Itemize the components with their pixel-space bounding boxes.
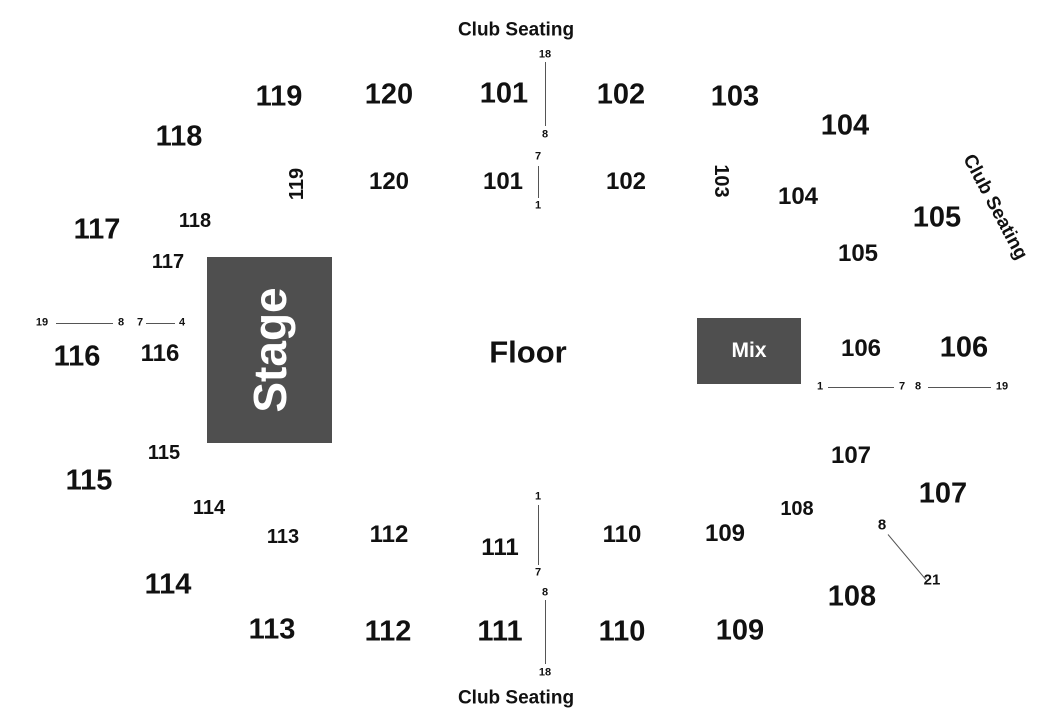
stage-label: Stage: [243, 287, 296, 413]
floor-section[interactable]: Floor: [489, 334, 567, 370]
section-lower-106[interactable]: 106: [840, 335, 882, 362]
section-lower-107[interactable]: 107: [830, 442, 872, 469]
row-label: 1: [534, 490, 542, 503]
section-lower-103[interactable]: 103: [710, 164, 732, 198]
section-upper-117[interactable]: 117: [73, 213, 121, 246]
section-lower-118[interactable]: 118: [178, 210, 212, 232]
row-label: 19: [35, 316, 49, 329]
section-upper-103[interactable]: 103: [710, 80, 760, 113]
row-label: 1: [534, 199, 542, 212]
section-lower-104[interactable]: 104: [777, 183, 819, 210]
mix-label: Mix: [731, 339, 767, 362]
section-lower-109[interactable]: 109: [704, 520, 746, 547]
section-upper-110[interactable]: 110: [598, 615, 646, 648]
club-seating-top[interactable]: Club Seating: [457, 19, 575, 41]
club-seating-bottom[interactable]: Club Seating: [457, 687, 575, 709]
row-label: 4: [178, 316, 186, 329]
row-label: 8: [877, 516, 887, 534]
section-upper-104[interactable]: 104: [820, 109, 870, 142]
row-label: 1: [816, 380, 824, 393]
section-lower-108[interactable]: 108: [780, 498, 814, 520]
section-upper-120[interactable]: 120: [364, 78, 414, 111]
row-line-left-upper: [56, 323, 113, 324]
stage: Stage: [207, 257, 332, 443]
section-upper-102[interactable]: 102: [596, 78, 646, 111]
row-line-right-upper: [928, 387, 991, 388]
row-line-top-upper: [545, 62, 546, 126]
section-upper-101[interactable]: 101: [479, 77, 529, 110]
row-label: 19: [995, 380, 1009, 393]
row-label: 7: [898, 380, 906, 393]
row-label: 8: [541, 128, 549, 141]
row-label: 8: [541, 586, 549, 599]
row-line-diagonal: [887, 534, 927, 581]
row-line-bottom-lower: [538, 505, 539, 565]
row-label: 7: [534, 150, 542, 163]
section-upper-114[interactable]: 114: [144, 568, 192, 601]
mix-booth: Mix: [697, 318, 801, 384]
row-line-bottom-upper: [545, 600, 546, 664]
row-label: 8: [117, 316, 125, 329]
row-label: 18: [538, 666, 552, 679]
row-label: 18: [538, 48, 552, 61]
section-lower-120[interactable]: 120: [368, 168, 410, 195]
section-lower-110[interactable]: 110: [602, 521, 642, 548]
section-lower-114[interactable]: 114: [192, 497, 226, 519]
section-lower-119[interactable]: 119: [286, 167, 308, 201]
section-upper-119[interactable]: 119: [255, 80, 303, 113]
section-upper-113[interactable]: 113: [248, 613, 296, 646]
section-upper-106[interactable]: 106: [939, 331, 989, 364]
row-label: 7: [136, 316, 144, 329]
section-upper-108[interactable]: 108: [827, 580, 877, 613]
row-line-left-lower: [146, 323, 175, 324]
section-lower-116[interactable]: 116: [140, 340, 180, 367]
section-upper-115[interactable]: 115: [65, 464, 113, 497]
section-lower-102[interactable]: 102: [605, 168, 647, 195]
section-upper-107[interactable]: 107: [918, 477, 968, 510]
club-seating-right[interactable]: Club Seating: [958, 150, 1032, 264]
row-label: 7: [534, 566, 542, 579]
section-upper-111[interactable]: 111: [477, 615, 523, 648]
section-upper-118[interactable]: 118: [155, 120, 203, 153]
section-upper-112[interactable]: 112: [364, 615, 412, 648]
section-lower-117[interactable]: 117: [151, 251, 185, 273]
row-label: 21: [923, 571, 941, 589]
section-lower-112[interactable]: 112: [369, 521, 409, 548]
row-line-top-lower: [538, 166, 539, 198]
row-label: 8: [914, 380, 922, 393]
section-lower-105[interactable]: 105: [837, 240, 879, 267]
section-upper-105[interactable]: 105: [912, 201, 962, 234]
section-upper-109[interactable]: 109: [715, 614, 765, 647]
section-lower-113[interactable]: 113: [266, 526, 300, 548]
section-lower-115[interactable]: 115: [147, 442, 181, 464]
section-lower-101[interactable]: 101: [482, 168, 524, 195]
row-line-right-lower: [828, 387, 894, 388]
section-lower-111[interactable]: 111: [481, 534, 519, 561]
section-upper-116[interactable]: 116: [53, 340, 101, 373]
